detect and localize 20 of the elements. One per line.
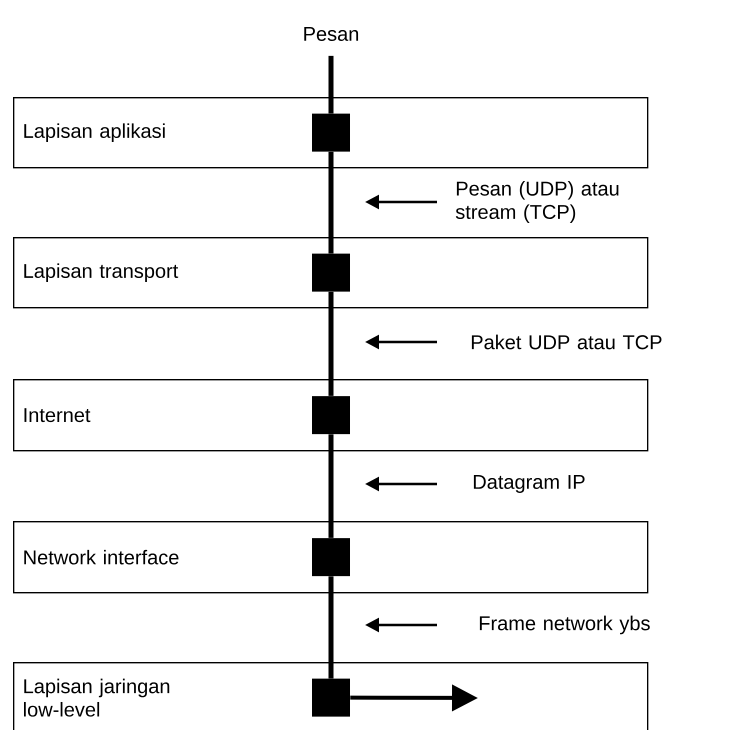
data-square <box>312 114 350 152</box>
data-square <box>312 396 350 434</box>
connector-line <box>328 576 334 678</box>
layer-box: Lapisan transport <box>13 237 648 308</box>
flow-label: Paket UDP atau TCP <box>472 334 662 350</box>
layer-box: Lapisan aplikasi <box>13 97 648 168</box>
connector-line <box>328 56 334 114</box>
data-square <box>312 538 350 576</box>
data-square <box>312 254 350 292</box>
data-square <box>312 678 350 717</box>
layer-box: Internet <box>13 379 648 452</box>
connector-line <box>328 152 334 254</box>
layer-box: Lapisan jaringan low-level <box>13 662 648 730</box>
layer-box: Network interface <box>13 521 648 594</box>
flow-label: Frame network ybs <box>480 616 650 634</box>
connector-line <box>328 292 334 396</box>
message-label: Pesan <box>304 27 358 41</box>
flow-label: Pesan (UDP) atau stream (TCP) <box>456 181 618 223</box>
flow-label: Datagram IP <box>474 475 585 493</box>
connector-line <box>328 434 334 538</box>
